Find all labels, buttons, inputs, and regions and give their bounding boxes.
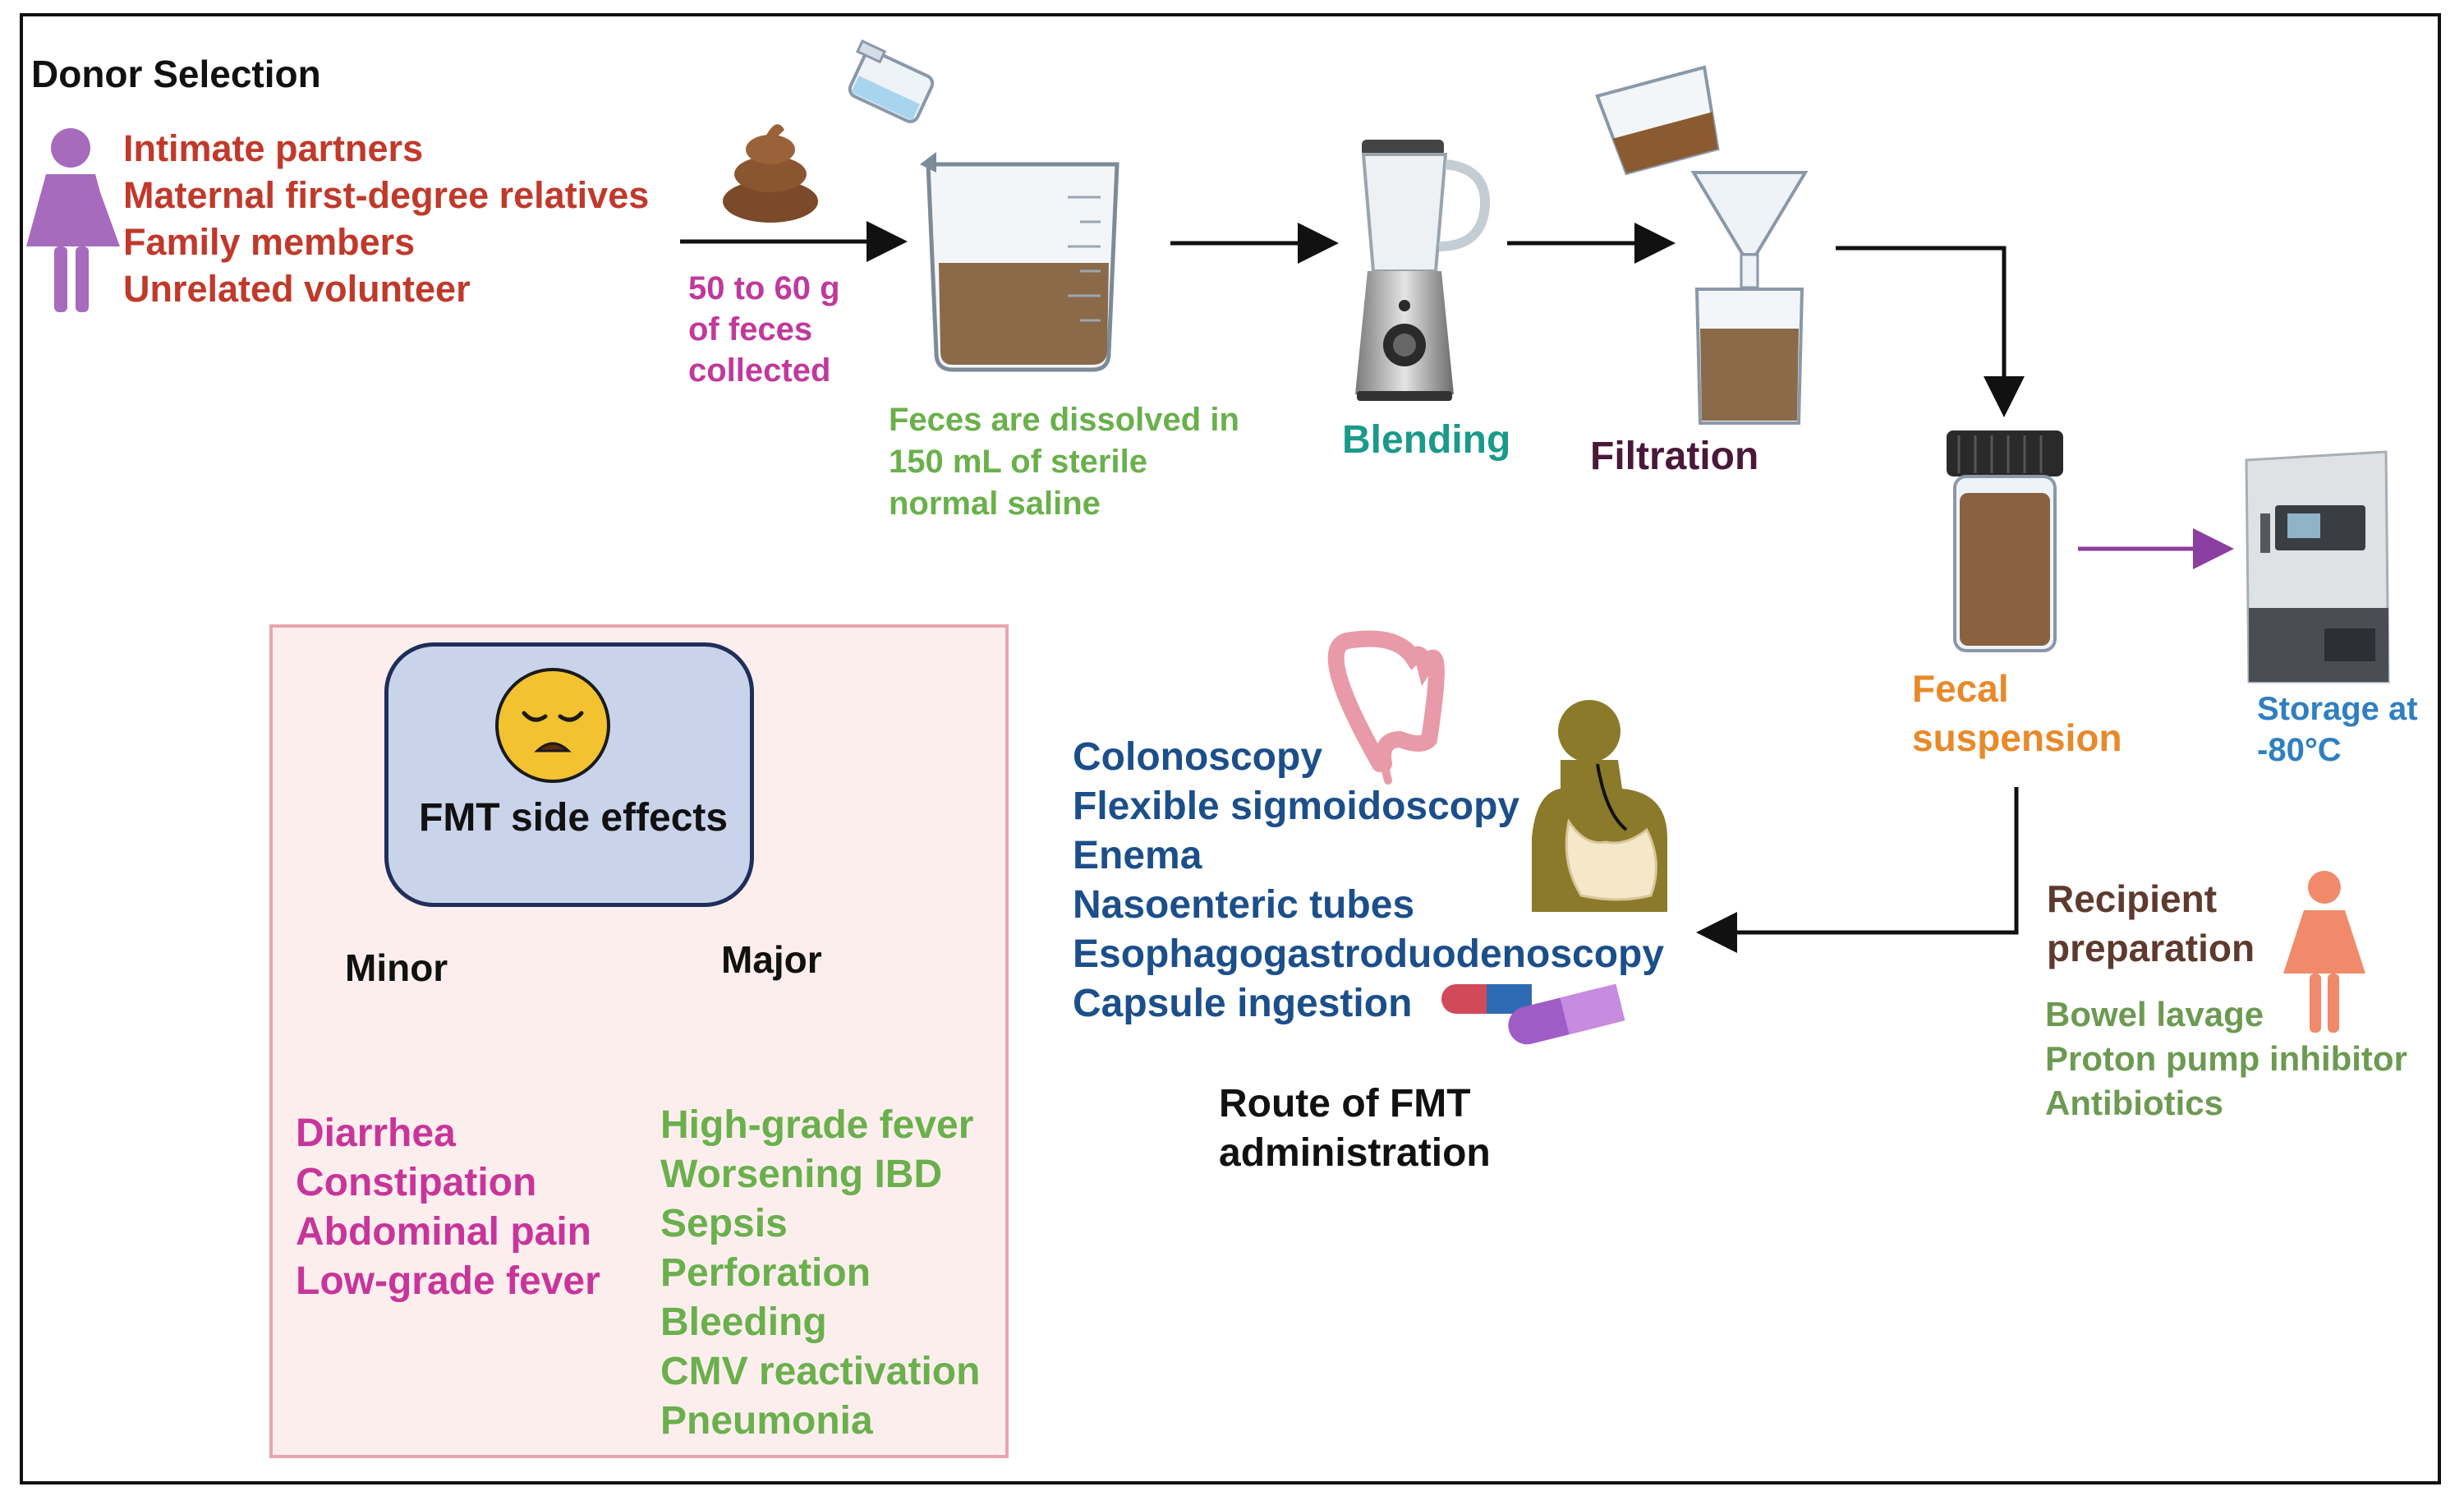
major-effect-item: Worsening IBD [660, 1153, 943, 1196]
collection-line: collected [688, 352, 831, 389]
person-icon [26, 128, 120, 312]
donor-item: Intimate partners [123, 127, 424, 169]
major-effect-item: Perforation [660, 1251, 871, 1295]
dissolve-line: normal saline [889, 486, 1101, 522]
major-effects-list: High-grade fever Worsening IBD Sepsis Pe… [660, 1101, 980, 1446]
route-item: Colonoscopy [1073, 735, 1323, 779]
donor-selection-title: Donor Selection [31, 53, 321, 95]
donor-item: Unrelated volunteer [123, 268, 471, 310]
process-arrows [680, 221, 2025, 953]
recipient-item: Bowel lavage [2045, 995, 2264, 1033]
route-item: Capsule ingestion [1073, 982, 1413, 1025]
funnel-icon [1595, 65, 1809, 425]
recipient-person-icon [2283, 871, 2365, 1033]
collection-line: 50 to 60 g [688, 270, 840, 306]
sad-face-icon [495, 668, 610, 783]
capsule-icon [1441, 983, 1625, 1045]
major-effect-item: Pneumonia [660, 1399, 873, 1443]
blending-label: Blending [1342, 418, 1511, 462]
recipient-item: Antibiotics [2045, 1084, 2223, 1122]
route-item: Esophagogastroduodenoscopy [1073, 932, 1665, 976]
minor-effect-item: Abdominal pain [296, 1210, 591, 1254]
route-item: Enema [1073, 834, 1202, 877]
donor-list: Intimate partners Maternal first-degree … [123, 125, 649, 312]
feces-icon [723, 124, 818, 223]
route-caption-line: administration [1219, 1131, 1491, 1175]
dissolve-line: Feces are dissolved in [889, 402, 1239, 438]
donor-item: Maternal first-degree relatives [123, 174, 650, 216]
storage-label: Storage at -80°C [2257, 688, 2418, 771]
route-caption-line: Route of FMT [1219, 1082, 1471, 1125]
collection-label: 50 to 60 g of feces collected [688, 268, 840, 391]
recipient-title-line: Recipient [2047, 877, 2218, 920]
minor-effect-item: Constipation [296, 1161, 537, 1204]
major-effect-item: High-grade fever [660, 1103, 974, 1147]
recipient-list: Bowel lavage Proton pump inhibitor Antib… [2045, 992, 2407, 1125]
beaker-icon [920, 152, 1119, 372]
major-effect-item: CMV reactivation [660, 1350, 981, 1393]
vial-icon [1947, 430, 2063, 652]
minor-effect-item: Low-grade fever [296, 1259, 600, 1303]
collection-line: of feces [688, 311, 813, 348]
recipient-title: Recipient preparation [2047, 874, 2255, 973]
route-item: Flexible sigmoidoscopy [1073, 785, 1520, 828]
minor-effects-list: Diarrhea Constipation Abdominal pain Low… [296, 1109, 600, 1306]
recipient-item: Proton pump inhibitor [2045, 1039, 2407, 1078]
colon-icon [1327, 630, 1445, 785]
route-caption: Route of FMT administration [1219, 1079, 1491, 1178]
torso-icon [1532, 700, 1667, 912]
recipient-title-line: preparation [2047, 927, 2255, 969]
freezer-icon [2245, 450, 2390, 684]
blender-icon [1355, 140, 1491, 401]
donor-item: Family members [123, 221, 416, 263]
storage-line: Storage at [2257, 691, 2418, 727]
dissolve-label: Feces are dissolved in 150 mL of sterile… [889, 399, 1239, 525]
flask-icon [848, 39, 935, 123]
fecal-suspension-label: Fecal suspension [1912, 664, 2122, 762]
minor-effect-item: Diarrhea [296, 1112, 456, 1155]
suspension-line: Fecal [1912, 667, 2009, 710]
major-effect-item: Bleeding [660, 1300, 827, 1344]
major-label: Major [721, 938, 822, 981]
major-effect-item: Sepsis [660, 1202, 788, 1245]
diagram-frame [20, 13, 2441, 1484]
filtration-label: Filtration [1590, 435, 1759, 478]
fmt-side-effects-title: FMT side effects [419, 796, 729, 840]
route-item: Nasoenteric tubes [1073, 883, 1415, 927]
suspension-line: suspension [1912, 716, 2122, 759]
minor-label: Minor [345, 946, 448, 989]
route-list: Colonoscopy Flexible sigmoidoscopy Enema… [1073, 733, 1664, 1029]
storage-line: -80°C [2257, 732, 2342, 768]
dissolve-line: 150 mL of sterile [889, 444, 1147, 480]
